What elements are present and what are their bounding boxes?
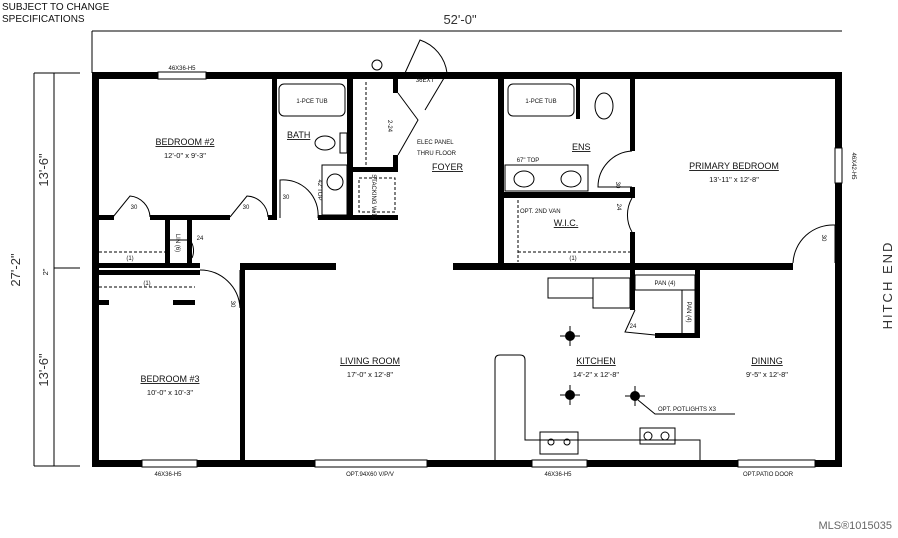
thru-floor-label: THRU FLOOR	[417, 151, 457, 157]
dimension-lines	[33, 30, 842, 467]
potlight-icons	[560, 326, 735, 415]
tub-label-ens: 1-PCE TUB	[525, 99, 556, 105]
door-size: 30	[614, 182, 620, 189]
shelf-label-wic: (1)	[569, 256, 576, 262]
bifold-label: 2-24	[386, 120, 392, 133]
note-line1: SUBJECT TO CHANGE	[2, 2, 110, 13]
room-name-ens: ENS	[572, 142, 591, 152]
pantry-label-2: PAN (4)	[685, 302, 691, 323]
window-label-bed2: 46X36-H5	[168, 66, 196, 72]
hitch-end-label: HITCH END	[880, 241, 895, 330]
room-size-bedroom3: 10'-0" x 10'-3"	[147, 388, 193, 397]
shelf-label-bed2: (1)	[126, 256, 133, 262]
window-label-bed3: 46X36-H5	[154, 472, 182, 478]
door-size: 24	[615, 204, 621, 211]
door-size: 30	[283, 195, 290, 201]
room-size-kitchen: 14'-2" x 12'-8"	[573, 370, 619, 379]
walls	[92, 72, 842, 467]
patio-door-label: OPT.PATIO DOOR	[743, 472, 794, 478]
room-size-living: 17'-0" x 12'-8"	[347, 370, 393, 379]
room-size-bedroom2: 12'-0" x 9'-3"	[164, 151, 206, 160]
door-size: 30	[820, 235, 826, 242]
total-depth-dimension: 27'-2"	[8, 253, 23, 287]
room-name-living: LIVING ROOM	[340, 356, 400, 366]
door-size: 30	[229, 301, 235, 308]
linen-label: LIN (6)	[174, 234, 180, 252]
shelf-label-bed3: (1)	[143, 281, 150, 287]
door-size: 24	[197, 236, 204, 242]
opt-vanity-label: OPT. 2ND VAN	[520, 209, 561, 215]
ext-door-label: 36EXT	[416, 78, 435, 84]
width-dimension: 52'-0"	[443, 12, 477, 27]
tub-label-bath: 1-PCE TUB	[296, 99, 327, 105]
lower-depth-dimension: 13'-6"	[36, 353, 51, 387]
door-size: 30	[243, 205, 250, 211]
note-line2: SPECIFICATIONS	[2, 14, 85, 25]
upper-depth-dimension: 13'-6"	[36, 153, 51, 187]
room-name-bedroom2: BEDROOM #2	[155, 137, 214, 147]
window-label-kitchen: 46X36-H5	[544, 472, 572, 478]
stacking-wd-label: STACKING W/D	[370, 174, 376, 218]
middle-dimension: 2"	[41, 268, 50, 275]
vanity-top-ens: 67" TOP	[517, 158, 540, 164]
pantry-label-1: PAN (4)	[655, 281, 676, 287]
door-size: 30	[131, 205, 138, 211]
fixtures	[99, 39, 836, 460]
vanity-top-bath: 42"TOP	[316, 179, 322, 200]
room-name-bath: BATH	[287, 130, 310, 140]
mls-watermark: MLS®1015035	[818, 520, 892, 532]
windows	[141, 71, 843, 468]
room-name-primary: PRIMARY BEDROOM	[689, 161, 779, 171]
elec-panel-label: ELEC PANEL	[417, 140, 454, 146]
room-name-dining: DINING	[751, 356, 783, 366]
room-name-wic: W.I.C.	[554, 218, 579, 228]
room-size-primary: 13'-11" x 12'-8"	[709, 175, 759, 184]
door-size: 24	[630, 324, 637, 330]
window-label-living: OPT.94X60 V/P/V	[346, 472, 394, 478]
potlights-label: OPT. POTLIGHTS X3	[658, 407, 717, 413]
room-name-kitchen: KITCHEN	[576, 356, 616, 366]
room-size-dining: 9'-5" x 12'-8"	[746, 370, 788, 379]
window-label-primary: 46X42-H5	[850, 152, 856, 180]
room-name-bedroom3: BEDROOM #3	[140, 374, 199, 384]
room-name-foyer: FOYER	[432, 162, 464, 172]
